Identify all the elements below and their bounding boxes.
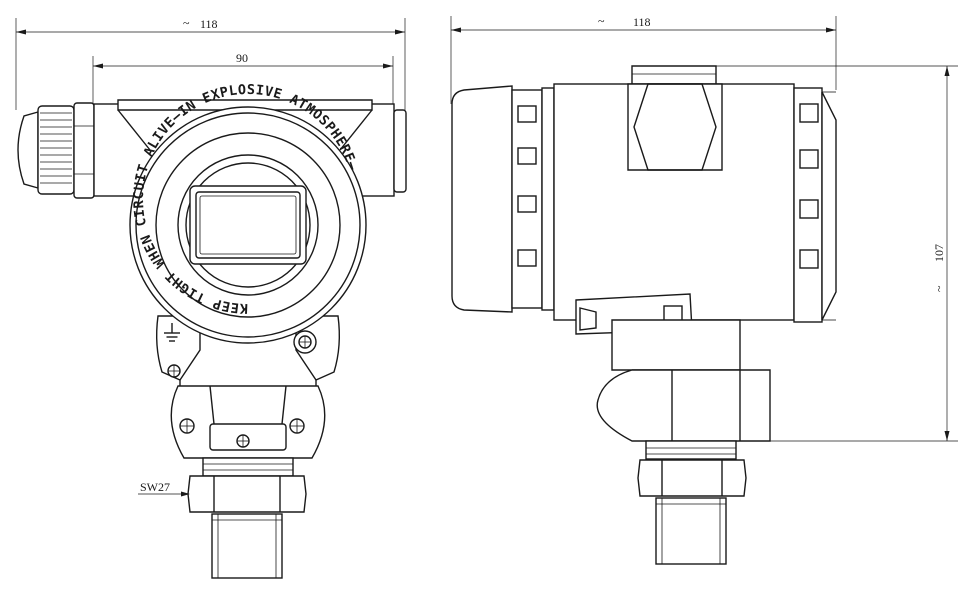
front-body-width-dimension: 90 [92,51,394,105]
cable-gland [17,102,95,199]
dimension-value: 107 [932,244,946,262]
display-cover: KEEP TIGHT WHEN CIRCUIT ALIVE—IN EXPLOSI… [129,82,367,344]
dimension-value: 118 [200,17,218,31]
rear-cover [451,85,555,313]
side-height-dimension: ~ 107 [716,65,958,442]
front-cover-side [793,87,837,323]
screw-icon [293,330,317,354]
ground-icon [164,323,180,342]
screw-icon [167,364,181,378]
front-process-connection [187,457,307,579]
dimension-value: 90 [236,51,248,65]
wrench-size-callout: SW27 [138,480,190,497]
screw-icon [289,418,305,434]
side-process-connection [637,440,747,565]
side-neck [596,319,771,442]
screw-icon [236,434,250,448]
front-view: ~ 118 90 [15,16,407,579]
dimension-symbol: ~ [183,16,190,30]
wrench-size-label: SW27 [140,480,170,494]
front-overall-width-dimension: ~ 118 [15,16,406,110]
screw-icon [179,418,195,434]
side-housing [553,65,795,321]
side-view: ~ 118 ~ 107 [450,14,958,565]
side-overall-width-dimension: ~ 118 [450,14,837,104]
dimension-symbol: ~ [598,14,605,28]
dimension-value: 118 [633,15,651,29]
dimension-symbol: ~ [932,285,946,292]
